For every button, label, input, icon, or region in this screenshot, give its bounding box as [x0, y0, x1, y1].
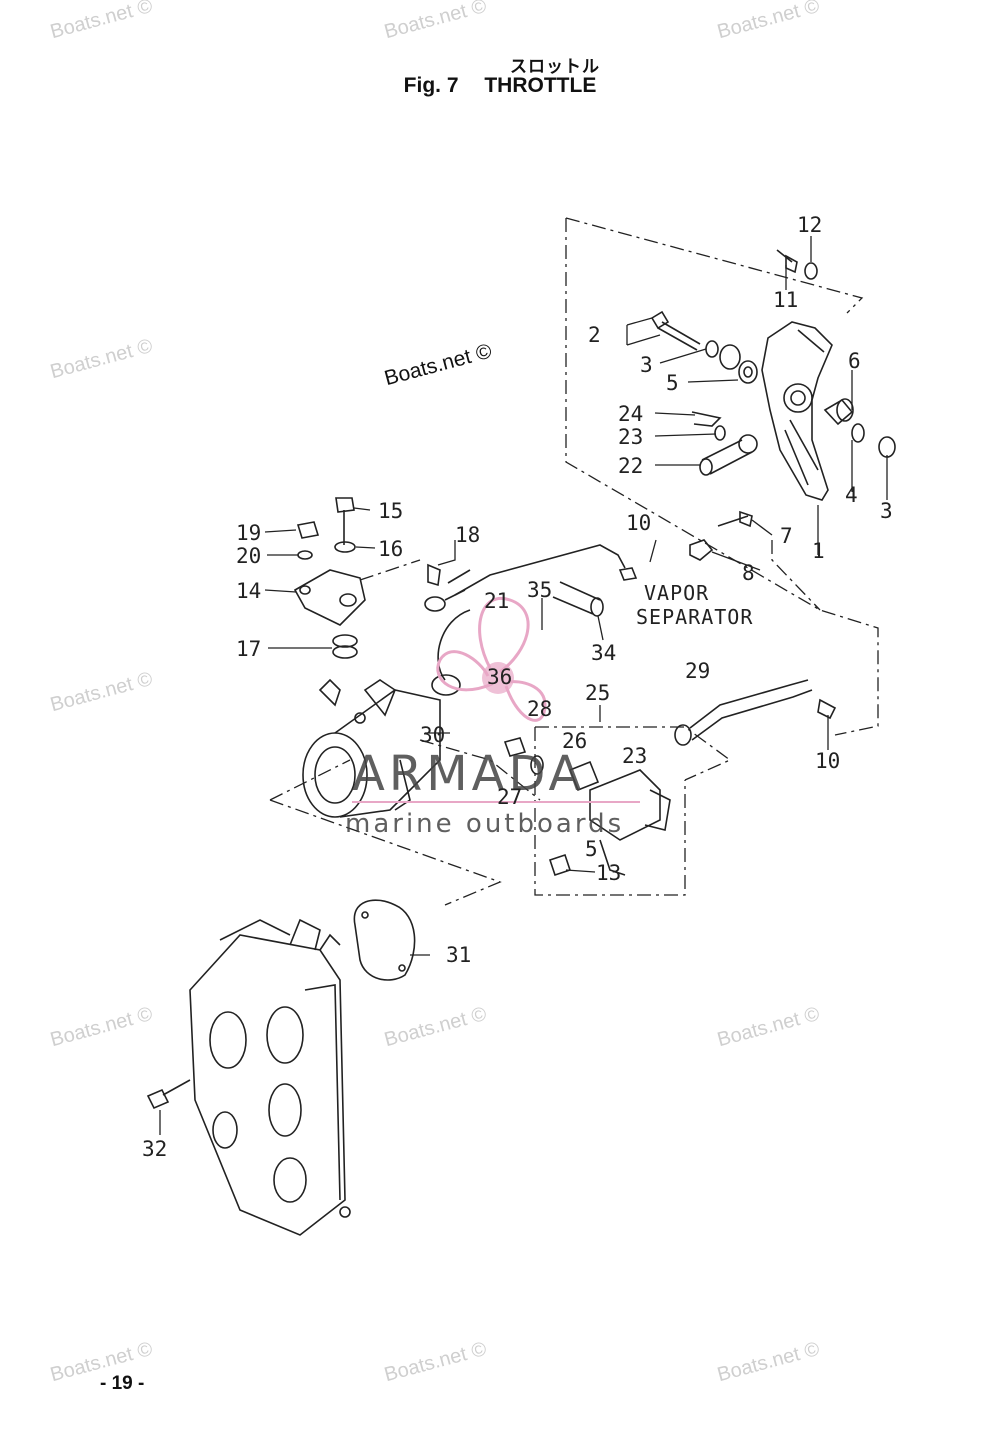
spacer-part-4 — [851, 423, 865, 443]
washer-part-23 — [714, 425, 726, 441]
figure-label: Fig. 7 — [403, 74, 459, 97]
callout-20: 20 — [236, 544, 261, 568]
callout-29: 29 — [685, 659, 710, 683]
callout-2: 2 — [588, 323, 601, 347]
gasket-part-31 — [353, 899, 416, 981]
bracket-plate-part-14 — [293, 569, 366, 626]
callout-24: 24 — [618, 402, 643, 426]
callout-26: 26 — [562, 729, 587, 753]
washer-part-3 — [705, 340, 719, 358]
callout-labels: 12 11 2 3 5 6 24 23 22 4 3 7 1 8 10 15 1… — [142, 213, 893, 1161]
callout-10-upper: 10 — [626, 511, 651, 535]
oring-part-27 — [530, 755, 544, 775]
callout-15: 15 — [378, 499, 403, 523]
phantom-lines — [269, 217, 879, 906]
bolt-part-15 — [335, 497, 355, 513]
washer-part-16 — [334, 541, 356, 553]
callout-6: 6 — [848, 349, 861, 373]
callout-34: 34 — [591, 641, 616, 665]
separator-label: SEPARATOR — [636, 605, 753, 629]
grommet-part-17 — [332, 634, 358, 659]
intake-manifold — [189, 918, 351, 1236]
bolt-part-7 — [717, 510, 753, 528]
callout-7: 7 — [780, 524, 793, 548]
callout-1: 1 — [812, 539, 825, 563]
brand-tagline: marine outboards — [345, 809, 624, 839]
hose-part-35 — [437, 581, 604, 681]
hose-clip-part-36 — [431, 674, 461, 696]
figure-name: THROTTLE — [484, 74, 597, 97]
callout-5-lower: 5 — [585, 837, 598, 861]
rod-part-22 — [699, 434, 758, 476]
plug-part-28 — [503, 737, 527, 757]
callout-14: 14 — [236, 579, 261, 603]
link-rod-part-29 — [674, 679, 837, 746]
callout-35: 35 — [527, 578, 552, 602]
washer-part-20 — [297, 550, 313, 560]
bushing-part-6 — [823, 398, 854, 426]
bolt-part-2 — [650, 310, 701, 351]
callout-12: 12 — [797, 213, 822, 237]
callout-25: 25 — [585, 681, 610, 705]
stud-part-18 — [427, 563, 441, 587]
rod-end-part-21 — [424, 589, 466, 612]
page-number: - 19 - — [100, 1373, 145, 1394]
nut-part-8 — [689, 539, 714, 561]
washer-part-3-right — [878, 436, 896, 458]
callout-19: 19 — [236, 521, 261, 545]
title-japanese: スロットル — [510, 57, 600, 77]
callout-4: 4 — [845, 483, 858, 507]
callout-32: 32 — [142, 1137, 167, 1161]
collar-part-5 — [719, 344, 758, 384]
callout-3: 3 — [640, 353, 653, 377]
callout-21: 21 — [484, 589, 509, 613]
propeller-hub-icon — [482, 662, 514, 694]
vapor-label: VAPOR — [644, 581, 709, 605]
clip-part-24 — [691, 411, 722, 427]
brand-name: ARMADA — [352, 746, 585, 802]
callout-17: 17 — [236, 637, 261, 661]
callout-18: 18 — [455, 523, 480, 547]
nut-part-19 — [296, 521, 320, 539]
callout-8: 8 — [742, 561, 755, 585]
callout-16: 16 — [378, 537, 403, 561]
callout-23: 23 — [618, 425, 643, 449]
bolt-part-32 — [146, 1079, 191, 1110]
callout-28: 28 — [527, 697, 552, 721]
stud-part-11 — [776, 249, 818, 280]
link-rod-upper — [447, 544, 638, 596]
callout-10-lower: 10 — [815, 749, 840, 773]
throttle-lever — [761, 321, 833, 501]
callout-23-lower: 23 — [622, 744, 647, 768]
callout-3-right: 3 — [880, 499, 893, 523]
callout-13: 13 — [596, 861, 621, 885]
callout-31: 31 — [446, 943, 471, 967]
figure-title: Fig. 7 THROTTLE — [0, 74, 1000, 98]
callout-5: 5 — [666, 371, 679, 395]
armada-logo: ARMADA marine outboards — [345, 596, 640, 839]
callout-30: 30 — [420, 723, 445, 747]
callout-22: 22 — [618, 454, 643, 478]
callout-27: 27 — [497, 785, 522, 809]
callout-36: 36 — [487, 665, 512, 689]
leader-lines — [159, 236, 888, 1135]
callout-11: 11 — [773, 288, 798, 312]
throttle-body-part-30 — [302, 678, 441, 818]
propeller-icon — [436, 596, 547, 722]
